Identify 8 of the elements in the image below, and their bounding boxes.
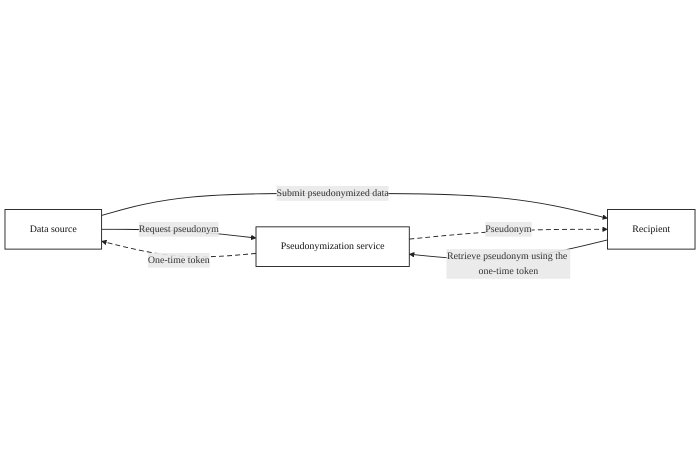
- node-box: Data source: [4, 209, 102, 250]
- edge-label: Pseudonym: [485, 224, 532, 234]
- edge-label: Request pseudonym: [138, 224, 219, 234]
- edge-label: One-time token: [148, 254, 210, 266]
- node-box: Recipient: [607, 209, 696, 250]
- edge-label: Submit pseudonymized data: [276, 188, 389, 198]
- node-box: Pseudonymization service: [256, 226, 410, 268]
- edge-label: Retrieve pseudonym using the one-time token: [447, 251, 568, 276]
